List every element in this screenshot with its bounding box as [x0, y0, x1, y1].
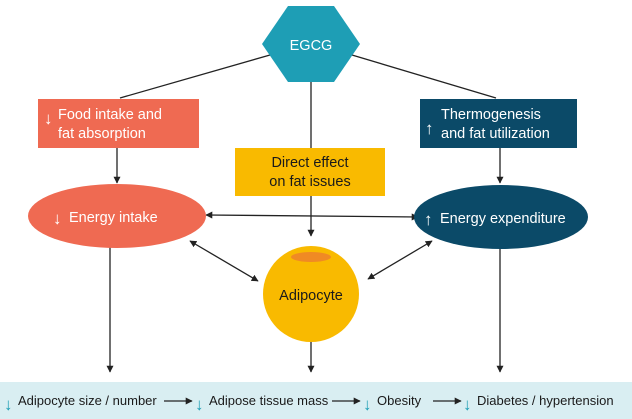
adipocyte-nucleus [291, 252, 331, 262]
adipocyte-node: Adipocyte [263, 246, 359, 342]
direct-effect-box: Direct effect on fat issues [235, 148, 385, 196]
outcome-bar-bg [0, 382, 632, 419]
outcome-bar: ↓ Adipocyte size / number ↓ Adipose tiss… [0, 382, 632, 419]
energy-expenditure-oval [414, 185, 588, 249]
outcome-adipocyte-size: Adipocyte size / number [18, 393, 157, 408]
outcome-adipose-mass: Adipose tissue mass [209, 393, 329, 408]
food-intake-box-bg [38, 99, 199, 148]
thermogenesis-line1: Thermogenesis [441, 107, 541, 123]
food-intake-line1: Food intake and [58, 107, 162, 123]
intake-cell-arrow [189, 240, 259, 282]
energy-expenditure-node: ↑ Energy expenditure [414, 185, 588, 249]
down-arrow-icon: ↓ [363, 395, 372, 414]
thermogenesis-box-bg [420, 99, 577, 148]
down-arrow-icon: ↓ [53, 209, 62, 228]
direct-effect-box-bg [235, 148, 385, 196]
adipocyte-cell [263, 246, 359, 342]
hub-to-thermo-line [351, 54, 497, 99]
intake-expenditure-arrow [205, 211, 419, 221]
up-arrow-icon: ↑ [424, 210, 433, 229]
food-intake-line2: fat absorption [58, 126, 146, 142]
outcome-obesity: Obesity [377, 393, 422, 408]
outcome-diabetes: Diabetes / hypertension [477, 393, 614, 408]
down-arrow-icon: ↓ [195, 395, 204, 414]
energy-intake-label: Energy intake [69, 210, 158, 226]
up-arrow-icon: ↑ [425, 119, 434, 138]
energy-expenditure-label: Energy expenditure [440, 211, 566, 227]
direct-effect-line1: Direct effect [271, 155, 348, 171]
down-arrow-icon: ↓ [44, 109, 53, 128]
food-intake-box: ↓ Food intake and fat absorption [38, 99, 199, 148]
thermogenesis-box: ↑ Thermogenesis and fat utilization [420, 99, 577, 148]
expenditure-cell-arrow [367, 240, 433, 280]
down-arrow-icon: ↓ [4, 395, 13, 414]
thermogenesis-line2: and fat utilization [441, 126, 550, 142]
energy-intake-node: ↓ Energy intake [28, 184, 206, 248]
egcg-label: EGCG [290, 38, 333, 54]
egcg-hexagon [262, 6, 360, 82]
adipocyte-label: Adipocyte [279, 288, 343, 304]
down-arrow-icon: ↓ [463, 395, 472, 414]
energy-intake-oval [28, 184, 206, 248]
egcg-node: EGCG [262, 6, 360, 82]
hub-to-food-line [119, 54, 271, 99]
direct-effect-line2: on fat issues [269, 174, 350, 190]
